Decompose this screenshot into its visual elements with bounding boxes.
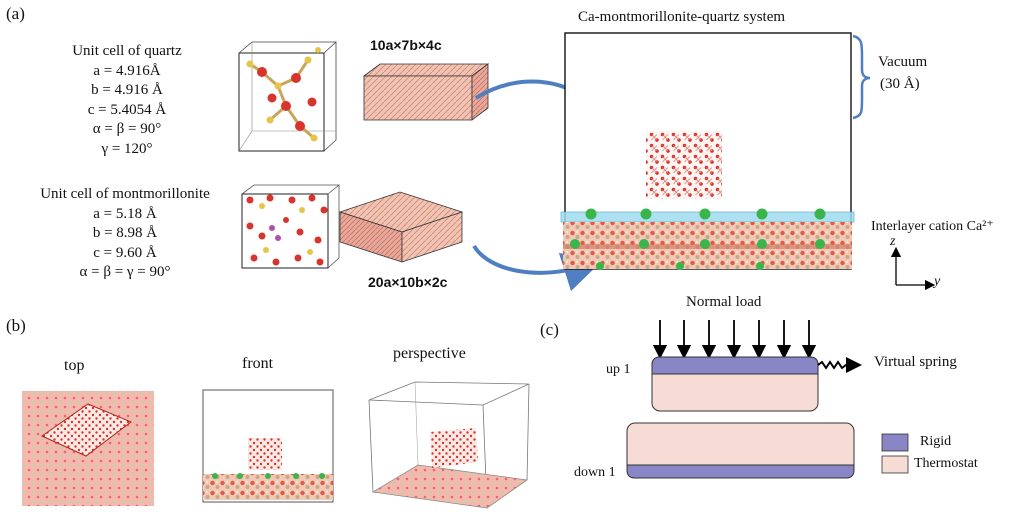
view-label-top: top xyxy=(64,357,85,374)
quartz-param-a: a = 4.916Å xyxy=(93,62,161,79)
legend-thermostat-label: Thermostat xyxy=(914,456,978,471)
perspective-view-image xyxy=(368,381,530,509)
montmorillonite-supercell-slab xyxy=(338,191,464,263)
legend-rigid-label: Rigid xyxy=(920,434,952,449)
axis-y-label: y xyxy=(934,274,941,289)
normal-load-arrows xyxy=(652,320,817,360)
montmorillonite-supercell-label: 20a×10b×2c xyxy=(368,274,448,290)
down-block-label: down 1 xyxy=(574,465,616,480)
mmt-param-b: b = 8.98 Å xyxy=(92,225,158,241)
vacuum-brace xyxy=(852,34,871,120)
system-title: Ca-montmorillonite-quartz system xyxy=(578,9,786,25)
legend-swatch-rigid xyxy=(881,433,909,452)
axis-z-label: z xyxy=(890,234,896,249)
quartz-param-b: b = 4.916 Å xyxy=(91,82,163,98)
quartz-title: Unit cell of quartz xyxy=(72,43,182,59)
calcium-ions xyxy=(570,208,826,270)
montmorillonite-title: Unit cell of montmorillonite xyxy=(40,186,210,202)
quartz-supercell-slab xyxy=(362,63,490,121)
quartz-unit-cell-image xyxy=(238,41,338,152)
clay-to-system-arrow xyxy=(472,244,604,292)
quartz-params: Unit cell of quartz a = 4.916Å b = 4.916… xyxy=(42,42,212,159)
virtual-spring xyxy=(817,357,862,373)
quartz-supercell-label: 10a×7b×4c xyxy=(370,37,442,53)
montmorillonite-params: Unit cell of montmorillonite a = 5.18 Å … xyxy=(20,185,230,283)
mmt-param-angles: α = β = γ = 90° xyxy=(79,264,171,280)
vacuum-value: (30 Å) xyxy=(880,76,920,92)
quartz-block xyxy=(646,131,722,199)
up-block-label: up 1 xyxy=(606,362,631,377)
lower-block xyxy=(626,422,855,479)
quartz-param-c: c = 5.4054 Å xyxy=(87,101,167,118)
panel-b-label: (b) xyxy=(6,316,26,335)
panel-a-label: (a) xyxy=(6,4,25,23)
simulation-box xyxy=(560,32,855,270)
view-label-front: front xyxy=(242,355,274,372)
montmorillonite-unit-cell-image xyxy=(241,184,341,269)
upper-block xyxy=(651,356,819,412)
normal-load-label: Normal load xyxy=(686,294,762,310)
view-label-perspective: perspective xyxy=(393,345,466,362)
mmt-param-a: a = 5.18 Å xyxy=(93,205,157,222)
legend-swatch-thermostat xyxy=(881,455,909,474)
front-view-image xyxy=(202,389,334,503)
top-view-image xyxy=(22,391,154,506)
axis-glyph xyxy=(890,246,936,291)
quartz-param-alpha-beta: α = β = 90° xyxy=(92,121,162,137)
panel-c-label: (c) xyxy=(540,320,559,339)
mmt-param-c: c = 9.60 Å xyxy=(93,244,157,261)
cation-label: Interlayer cation Ca²⁺ xyxy=(871,219,994,234)
vacuum-label: Vacuum xyxy=(878,54,928,70)
virtual-spring-label: Virtual spring xyxy=(874,354,957,370)
quartz-param-gamma: γ = 120° xyxy=(101,140,153,157)
